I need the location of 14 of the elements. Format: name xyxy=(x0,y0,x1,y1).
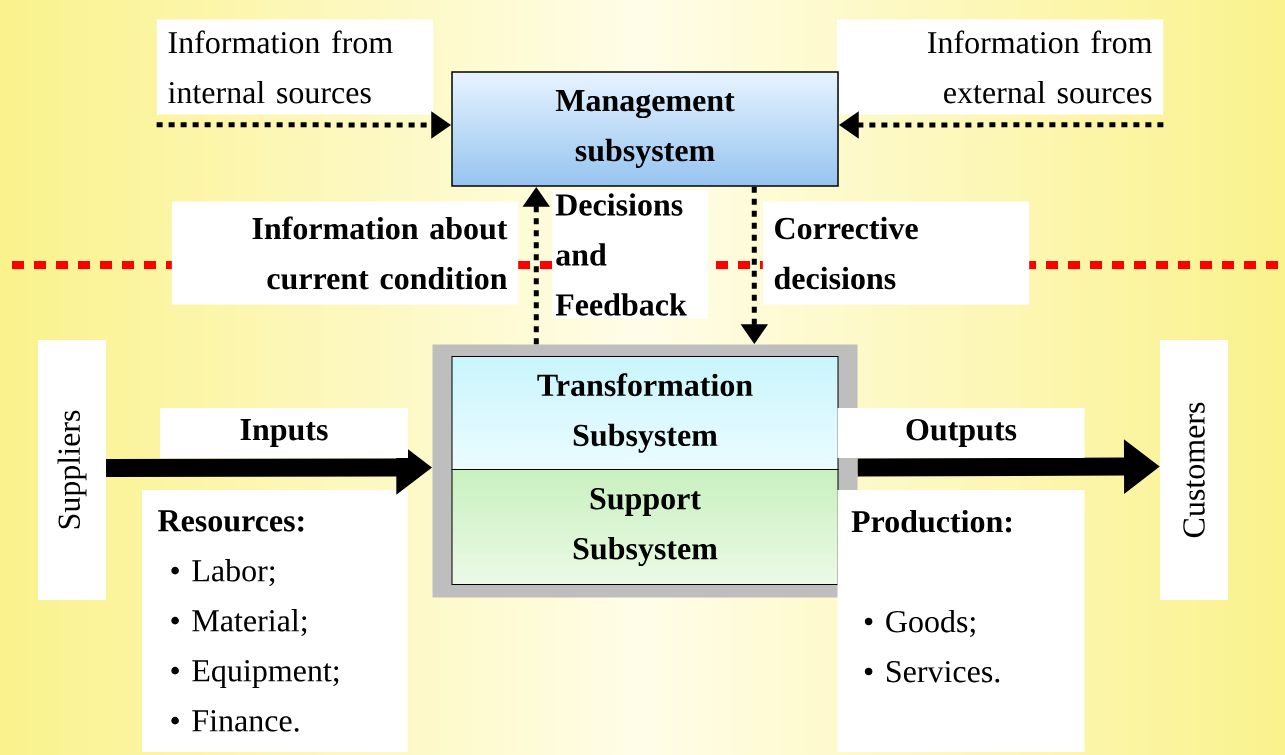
subsystem-box: Management subsystem xyxy=(451,71,839,187)
text-box: Information from external sources xyxy=(836,19,1164,115)
subsystem-box: Support Subsystem xyxy=(451,469,839,585)
text-box: Information about current condition xyxy=(171,201,519,305)
subsystem-box: Transformation Subsystem xyxy=(451,356,839,470)
edge-label: Inputs xyxy=(160,408,408,458)
side-box: Customers xyxy=(1160,340,1228,600)
list-box: Resources: • Labor; • Material; • Equipment; • Finance. xyxy=(142,490,408,752)
edge-label: Outputs xyxy=(837,408,1085,458)
text-box: Corrective decisions xyxy=(762,201,1030,305)
list-box: Production: • Goods; • Services. xyxy=(837,490,1085,752)
side-box: Suppliers xyxy=(38,340,106,600)
text-box: Information from internal sources xyxy=(156,19,434,115)
arrow-label: Decisions and Feedback xyxy=(552,190,709,319)
